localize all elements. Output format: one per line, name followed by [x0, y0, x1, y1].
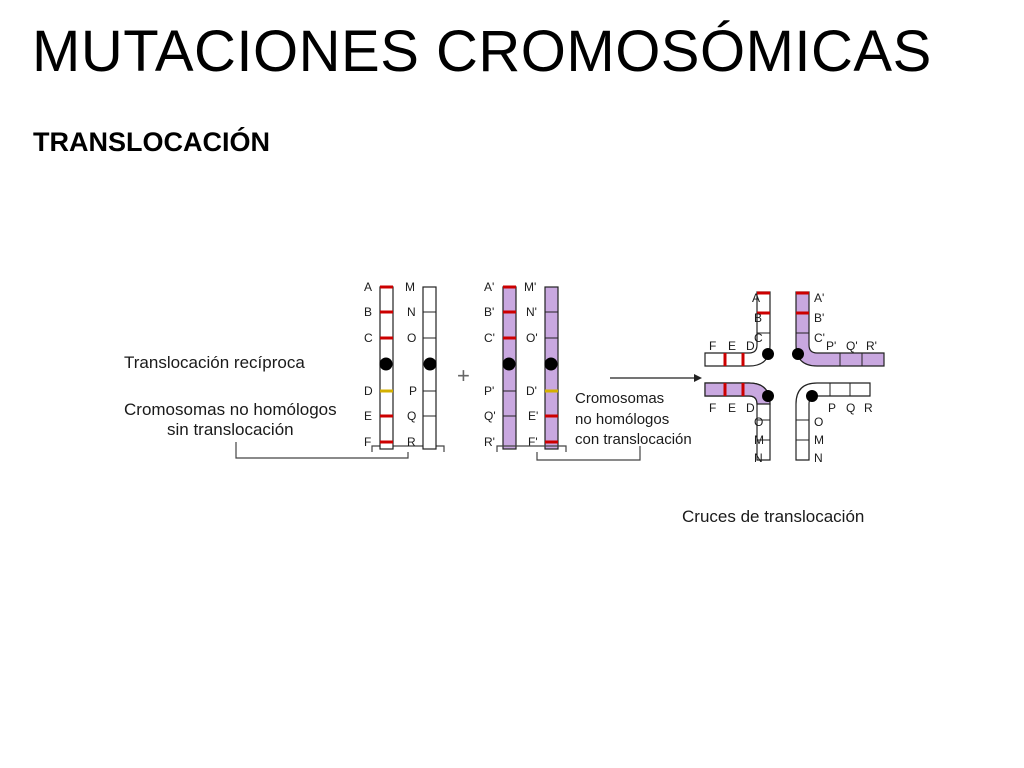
gene-label: C' [484, 331, 495, 345]
gene-label: D [364, 384, 373, 398]
gene-label: R [407, 435, 416, 449]
gene-label: D [746, 401, 755, 415]
slide-subtitle: TRANSLOCACIÓN [33, 127, 270, 157]
gene-label: B [754, 311, 762, 325]
gene-label: P [828, 401, 836, 415]
gene-label: O [407, 331, 416, 345]
gene-label: O' [526, 331, 538, 345]
gene-label: M [754, 433, 764, 447]
label-translocated-line3: con translocación [575, 431, 692, 448]
gene-label: A [364, 280, 372, 294]
gene-label: N [754, 451, 763, 465]
gene-label: M [405, 280, 415, 294]
label-translocated-line2: no homólogos [575, 411, 669, 428]
gene-label: E [728, 339, 736, 353]
chromosome-translocated-2: M' N' O' D' E' F' [524, 280, 559, 450]
arrow-icon [610, 374, 702, 382]
gene-label: M' [524, 280, 536, 294]
gene-label: D' [526, 384, 537, 398]
centromere [423, 357, 437, 371]
centromere [762, 390, 774, 402]
label-translocation-crosses: Cruces de translocación [682, 507, 864, 526]
gene-label: Q [407, 409, 416, 423]
gene-label: R' [866, 339, 877, 353]
gene-label: C [364, 331, 373, 345]
centromere [762, 348, 774, 360]
gene-label: N [407, 305, 416, 319]
bracket-right [496, 445, 641, 461]
label-nonhomologous-line1: Cromosomas no homólogos [124, 400, 337, 419]
gene-label: R' [484, 435, 495, 449]
gene-label: B [364, 305, 372, 319]
gene-label: O [814, 415, 823, 429]
gene-label: P' [484, 384, 494, 398]
gene-label: O [754, 415, 763, 429]
gene-label: A' [484, 280, 494, 294]
gene-label: E [364, 409, 372, 423]
gene-label: C' [814, 331, 825, 345]
gene-label: C [754, 331, 763, 345]
chromosome-abcdef: A B C D E F [364, 280, 394, 450]
gene-label: A [752, 291, 760, 305]
gene-label: A' [814, 291, 824, 305]
gene-label: M [814, 433, 824, 447]
label-reciprocal-translocation: Translocación recíproca [124, 353, 305, 372]
gene-label: N [814, 451, 823, 465]
centromere [806, 390, 818, 402]
bracket-left [235, 442, 445, 459]
label-translocated-line1: Cromosomas [575, 390, 664, 407]
gene-label: P' [826, 339, 836, 353]
gene-label: R [864, 401, 873, 415]
slide-title: MUTACIONES CROMOSÓMICAS [32, 19, 932, 84]
gene-label: E [728, 401, 736, 415]
plus-sign: + [457, 363, 470, 388]
gene-label: F [709, 401, 716, 415]
centromere [544, 357, 558, 371]
gene-label: F [709, 339, 716, 353]
gene-label: Q' [846, 339, 858, 353]
label-nonhomologous-line2: sin translocación [167, 420, 294, 439]
centromere [502, 357, 516, 371]
centromere [792, 348, 804, 360]
centromere [379, 357, 393, 371]
chromosome-mnopqr: M N O P Q R [405, 280, 437, 450]
gene-label: E' [528, 409, 538, 423]
gene-label: D [746, 339, 755, 353]
gene-label: B' [814, 311, 824, 325]
gene-label: F [364, 435, 371, 449]
gene-label: F' [528, 435, 538, 449]
gene-label: B' [484, 305, 494, 319]
gene-label: N' [526, 305, 537, 319]
translocation-cross: A B C F E D A' B' C' P' Q' R' F E D O M … [704, 291, 885, 465]
gene-label: Q' [484, 409, 496, 423]
gene-label: Q [846, 401, 855, 415]
chromosome-translocated-1: A' B' C' P' Q' R' [484, 280, 517, 450]
gene-label: P [409, 384, 417, 398]
